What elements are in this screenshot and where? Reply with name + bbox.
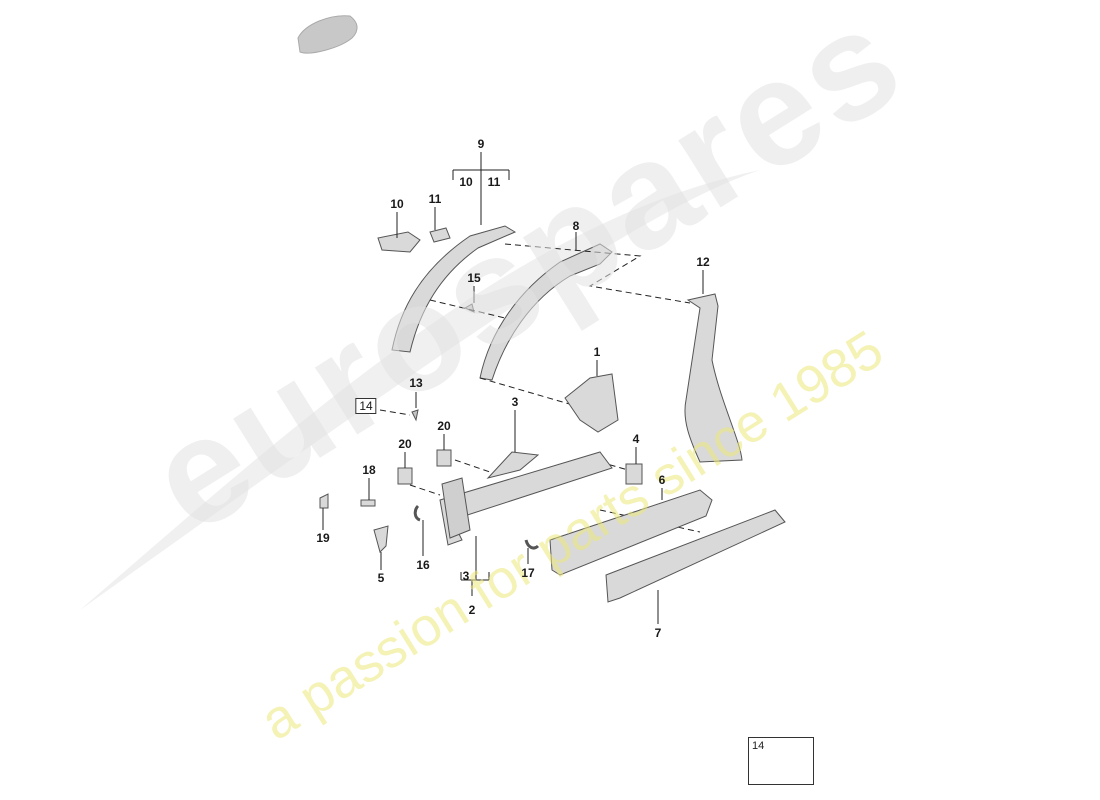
callout-12: 12 — [696, 255, 710, 269]
part-7 — [605, 509, 786, 624]
part-20-right — [436, 434, 452, 467]
part-19 — [319, 493, 329, 530]
legend-part-14: 14 — [748, 737, 814, 785]
part-4 — [625, 447, 643, 485]
part-12 — [684, 270, 743, 463]
callout-7: 7 — [654, 626, 662, 640]
callout-20-right: 20 — [437, 419, 451, 433]
callout-11: 11 — [428, 192, 442, 206]
callout-17: 17 — [521, 566, 535, 580]
part-13 — [411, 392, 419, 422]
callout-4: 4 — [632, 432, 640, 446]
part-16 — [413, 504, 424, 556]
callout-8: 8 — [572, 219, 580, 233]
callout-16: 16 — [416, 558, 430, 572]
part-5 — [373, 525, 389, 570]
callout-18: 18 — [362, 463, 376, 477]
callout-9: 9 — [477, 137, 485, 151]
callout-14-boxed: 14 — [355, 398, 377, 414]
part-1 — [564, 360, 619, 433]
callout-2: 2 — [468, 603, 476, 617]
car-thumbnail-icon — [297, 15, 358, 54]
part-2-sill — [439, 451, 613, 546]
callout-3-lower: 3 — [462, 569, 470, 583]
part-18 — [360, 478, 376, 507]
callout-5: 5 — [377, 571, 385, 585]
callout-11-bracket: 11 — [487, 175, 501, 189]
part-3-upper — [486, 410, 540, 479]
part-6 — [549, 488, 713, 576]
callout-1: 1 — [593, 345, 601, 359]
part-8 — [479, 232, 613, 381]
part-17 — [524, 539, 540, 564]
callout-10-bracket: 10 — [459, 175, 473, 189]
callout-10: 10 — [390, 197, 404, 211]
callout-13: 13 — [409, 376, 423, 390]
callout-3-upper: 3 — [511, 395, 519, 409]
part-a-pillar — [391, 225, 517, 353]
part-11 — [429, 207, 451, 243]
part-10 — [377, 212, 421, 253]
part-20-left — [397, 452, 413, 485]
callout-20-left: 20 — [398, 437, 412, 451]
callout-19: 19 — [316, 531, 330, 545]
legend-label: 14 — [752, 740, 765, 752]
bracket-2 — [460, 536, 490, 596]
callout-6: 6 — [658, 473, 666, 487]
callout-15: 15 — [467, 271, 481, 285]
bracket-9 — [452, 152, 510, 225]
